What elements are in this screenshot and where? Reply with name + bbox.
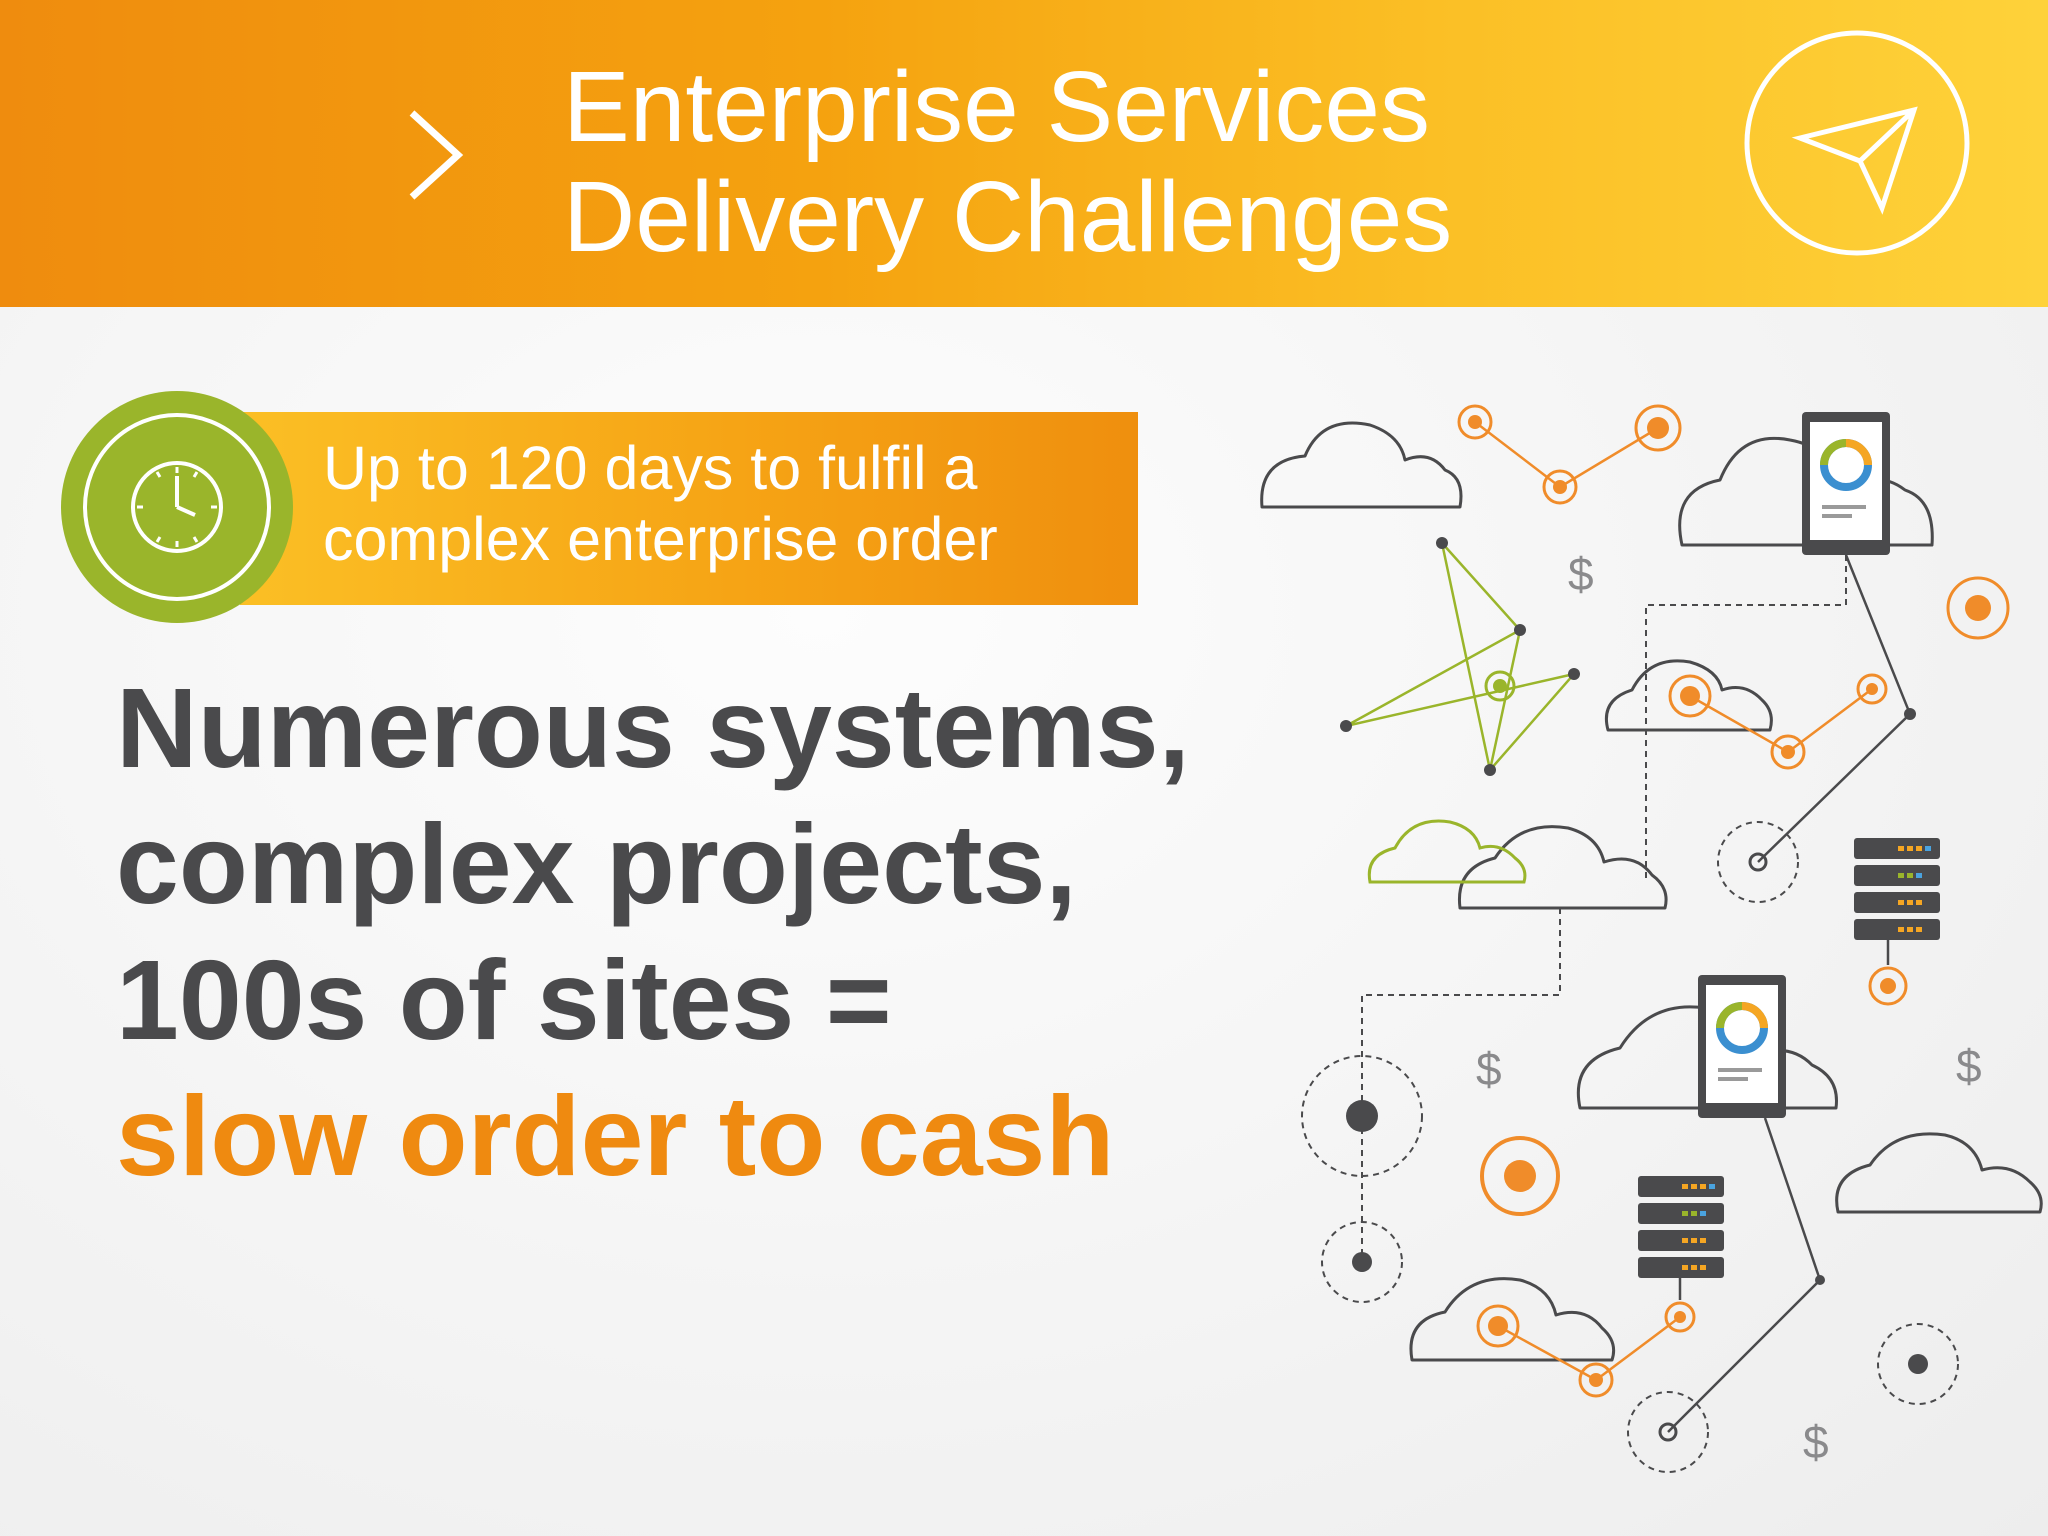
callout-bar <box>240 412 1138 605</box>
server-rack-icon <box>1854 838 1940 940</box>
cloud-icon <box>1260 421 1463 509</box>
dollar-icon: $ <box>1956 1040 1982 1092</box>
chevron-right-icon <box>409 110 464 200</box>
dollar-icon: $ <box>1803 1416 1829 1468</box>
cloud-icon <box>1457 825 1668 910</box>
cloud-icon <box>1367 819 1527 884</box>
orange-nodes <box>1457 404 2010 1398</box>
callout-text: Up to 120 days to fulfil a complex enter… <box>323 433 1123 575</box>
cloud-icon <box>1409 1277 1616 1362</box>
callout-line-2: complex enterprise order <box>323 505 998 573</box>
cloud-icon <box>1835 1132 2043 1214</box>
dollar-icon: $ <box>1568 548 1594 600</box>
callout-line-1: Up to 120 days to fulfil a <box>323 434 978 502</box>
mobile-dashboard-icon <box>1698 975 1786 1118</box>
headline-line-3: 100s of sites = <box>116 937 892 1063</box>
headline-line-2: complex projects, <box>116 801 1077 927</box>
headline-line-1: Numerous systems, <box>116 665 1190 791</box>
page-title: Enterprise Services Delivery Challenges <box>563 52 1663 272</box>
mobile-dashboard-icon <box>1802 412 1890 555</box>
cloud-icon <box>1605 659 1773 732</box>
dollar-icon: $ <box>1476 1043 1502 1095</box>
header-banner: Enterprise Services Delivery Challenges <box>0 0 2048 307</box>
server-rack-icon <box>1638 1176 1724 1278</box>
clock-icon <box>61 391 293 623</box>
headline-line-4: slow order to cash <box>116 1073 1115 1199</box>
headline: Numerous systems, complex projects, 100s… <box>116 660 1366 1204</box>
title-line-2: Delivery Challenges <box>563 161 1453 273</box>
paper-plane-icon <box>1744 30 1970 256</box>
title-line-1: Enterprise Services <box>563 51 1430 163</box>
cloud-network-illustration: $ $ $ $ <box>1260 404 2043 1473</box>
